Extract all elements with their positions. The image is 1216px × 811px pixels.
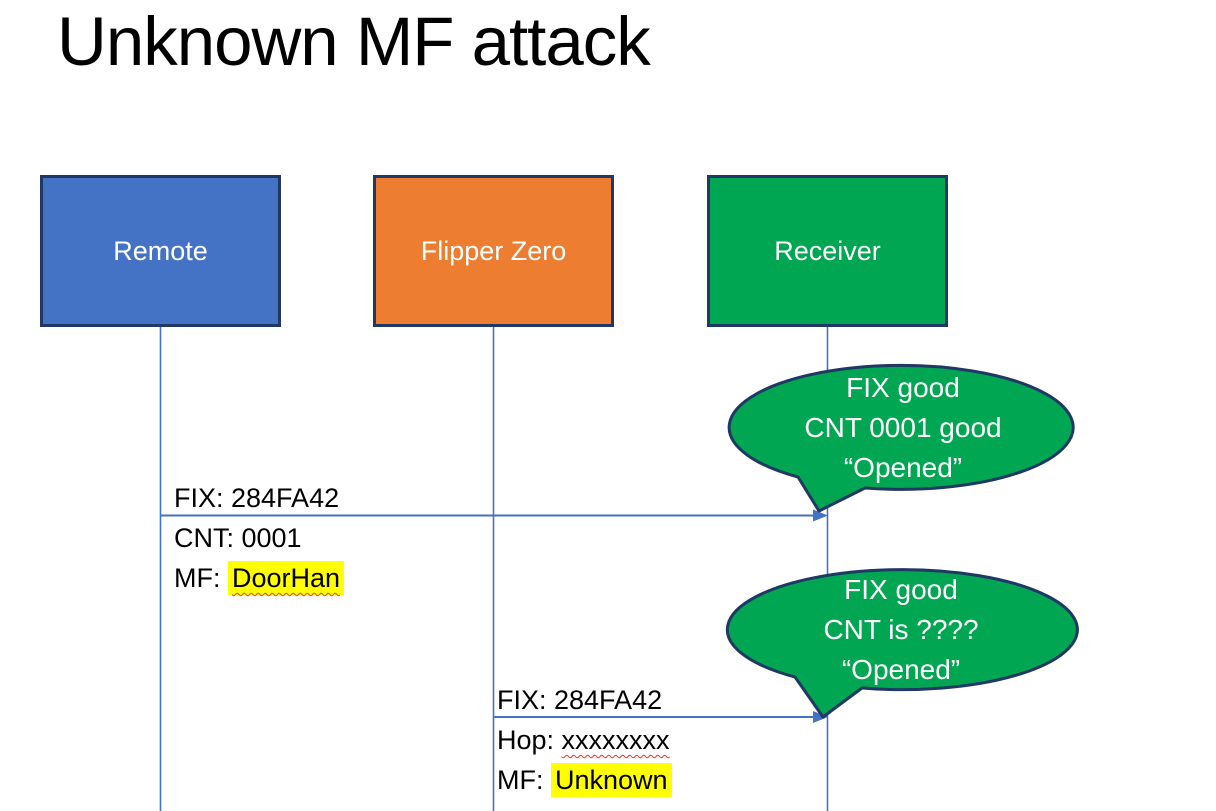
actor-box-receiver: Receiver [707,175,948,327]
actor-box-flipper-zero: Flipper Zero [373,175,614,327]
callout-1-line-1: FIX good [846,372,960,403]
receiver-callout-2-text: FIX good CNT is ???? “Opened” [746,570,1056,690]
message-2-mf-value-highlighted: Unknown [551,763,672,797]
message-1-mf-prefix: MF: [174,563,228,593]
callout-2-line-3: “Opened” [841,654,961,685]
message-2-hop-value: xxxxxxxx [561,725,670,755]
receiver-callout-1-bubble [727,363,1075,513]
message-2-mf-line: MF: Unknown [497,760,672,800]
receiver-callout-2-bubble [725,568,1079,719]
message-2-hop-prefix: Hop: [497,725,562,755]
actor-label-remote: Remote [113,235,208,266]
message-1-cnt-line: CNT: 0001 [174,523,302,553]
callout-2-line-1: FIX good [844,574,958,605]
message-2-hop-line: Hop: xxxxxxxx [497,720,672,760]
message-1-mf-value-highlighted: DoorHan [228,561,345,595]
message-1-fix-line: FIX: 284FA42 [174,483,340,513]
message-1-mf-line: MF: DoorHan [174,558,345,598]
callout-2-line-2: CNT is ???? [823,614,979,645]
message-1-label: FIX: 284FA42 CNT: 0001 MF: DoorHan [174,478,345,598]
callout-1-line-2: CNT 0001 good [804,412,1002,443]
receiver-callout-1-text: FIX good CNT 0001 good “Opened” [748,368,1058,488]
message-2-fix-line: FIX: 284FA42 [497,685,663,715]
actor-label-flipper-zero: Flipper Zero [420,235,567,266]
callout-1-line-3: “Opened” [843,452,963,483]
message-1-arrowhead-icon [813,509,828,522]
message-2-label: FIX: 284FA42 Hop: xxxxxxxx MF: Unknown [497,680,672,800]
actor-label-receiver: Receiver [774,235,881,266]
message-2-arrowhead-icon [813,711,828,723]
slide-title: Unknown MF attack [57,3,651,80]
actor-box-remote: Remote [40,175,281,327]
message-2-mf-prefix: MF: [497,765,551,795]
